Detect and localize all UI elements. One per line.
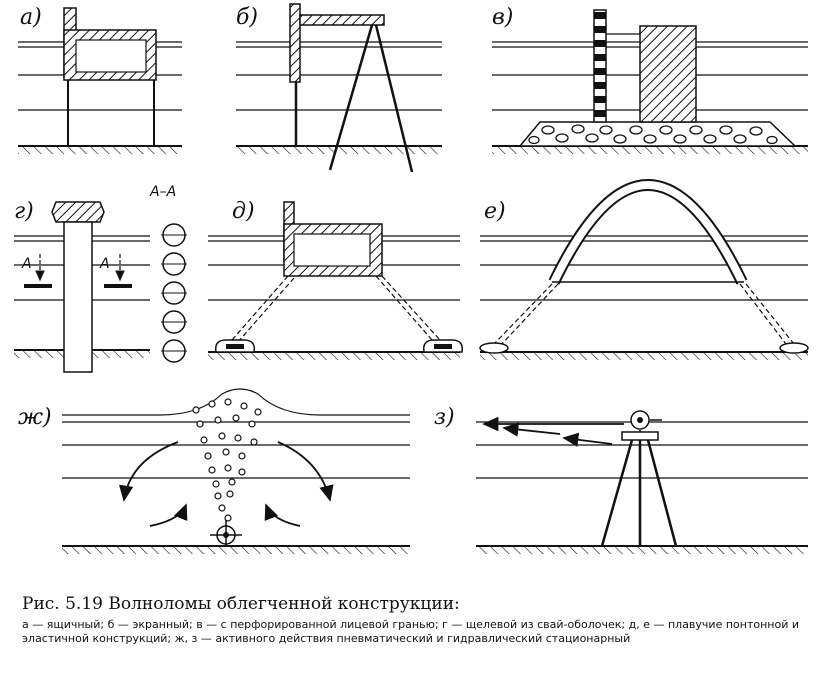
panel-a-box-breakwater: а) xyxy=(18,5,182,154)
screen-wall xyxy=(289,3,301,83)
panel-label-g: г) xyxy=(14,199,34,224)
section-mark: А xyxy=(99,256,110,272)
section-title: А–А xyxy=(149,184,176,200)
panel-label-z: з) xyxy=(434,405,455,430)
panel-label-e: е) xyxy=(484,199,506,224)
solid-rear-wall xyxy=(639,25,697,123)
perforated-face xyxy=(593,9,607,123)
support-leg xyxy=(374,24,414,173)
mooring-chain xyxy=(231,275,441,343)
panel-label-a: а) xyxy=(20,5,42,30)
seabed xyxy=(18,146,182,154)
panel-g-slotted-pile-breakwater: г) А А А–А xyxy=(14,184,187,373)
tripod-leg xyxy=(600,439,678,547)
panel-e-elastic-breakwater: е) xyxy=(479,179,809,360)
panel-z-hydraulic-breakwater: з) xyxy=(434,405,808,554)
breakwater-figure: а) б) в) xyxy=(14,3,809,554)
shell-pile xyxy=(63,221,93,373)
anchor-block xyxy=(214,339,464,353)
panel-zh-pneumatic-breakwater: ж) xyxy=(18,388,410,554)
air-bubbles xyxy=(192,398,262,522)
panel-b-screen-breakwater: б) xyxy=(236,3,442,173)
panel-label-b: б) xyxy=(236,5,258,30)
circulation-arrow xyxy=(119,441,334,527)
figure-caption: Рис. 5.19 Волноломы облегченной конструк… xyxy=(22,594,812,646)
section-mark: А xyxy=(21,256,32,272)
panel-label-v: в) xyxy=(492,5,513,30)
water-jet-arrow xyxy=(482,416,624,447)
panel-label-d: д) xyxy=(232,199,255,224)
panel-label-zh: ж) xyxy=(18,405,52,430)
tripod-platform xyxy=(621,431,659,441)
pile-cap xyxy=(51,201,105,223)
panel-v-perforated-breakwater: в) xyxy=(492,5,808,154)
panel-d-pontoon-breakwater: д) xyxy=(208,199,464,360)
caption-title: Рис. 5.19 Волноломы облегченной конструк… xyxy=(22,594,460,614)
caption-text: а — ящичный; б — экранный; в — с перфори… xyxy=(22,618,799,645)
support-leg xyxy=(328,24,374,171)
